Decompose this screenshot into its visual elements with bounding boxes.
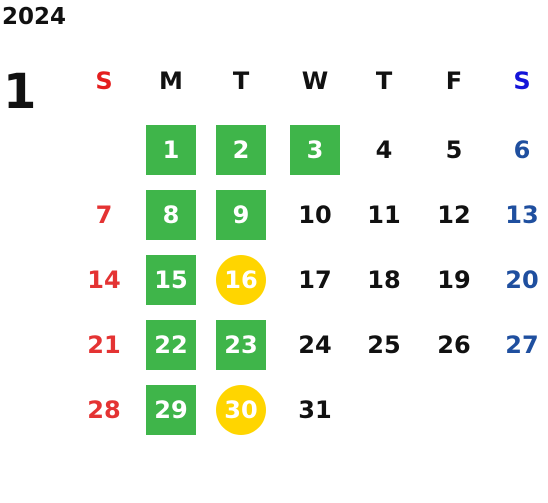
day-cell-24[interactable]: 24 xyxy=(298,331,332,359)
month-number: 1 xyxy=(3,64,37,120)
day-cell-17[interactable]: 17 xyxy=(298,266,332,294)
day-cell-13[interactable]: 13 xyxy=(505,201,539,229)
day-cell-8[interactable]: 8 xyxy=(146,190,196,240)
day-cell-10[interactable]: 10 xyxy=(298,201,332,229)
day-cell-22[interactable]: 22 xyxy=(146,320,196,370)
day-cell-27[interactable]: 27 xyxy=(505,331,539,359)
day-cell-19[interactable]: 19 xyxy=(437,266,471,294)
weekday-tue: T xyxy=(232,67,250,95)
day-cell-2[interactable]: 2 xyxy=(216,125,266,175)
day-cell-5[interactable]: 5 xyxy=(445,136,463,164)
day-cell-7[interactable]: 7 xyxy=(95,201,113,229)
weekday-thu: T xyxy=(375,67,393,95)
day-cell-6[interactable]: 6 xyxy=(513,136,531,164)
day-cell-25[interactable]: 25 xyxy=(367,331,401,359)
weekday-header-row: S M T W T F S xyxy=(0,62,548,100)
day-cell-30[interactable]: 30 xyxy=(216,385,266,435)
day-cell-21[interactable]: 21 xyxy=(87,331,121,359)
day-cell-29[interactable]: 29 xyxy=(146,385,196,435)
day-cell-3[interactable]: 3 xyxy=(290,125,340,175)
day-cell-23[interactable]: 23 xyxy=(216,320,266,370)
weekday-fri: F xyxy=(445,67,463,95)
year-label: 2024 xyxy=(2,4,67,30)
weekday-sun: S xyxy=(95,67,113,95)
day-cell-26[interactable]: 26 xyxy=(437,331,471,359)
day-cell-11[interactable]: 11 xyxy=(367,201,401,229)
weekday-mon: M xyxy=(159,67,183,95)
day-cell-15[interactable]: 15 xyxy=(146,255,196,305)
day-cell-14[interactable]: 14 xyxy=(87,266,121,294)
day-cell-12[interactable]: 12 xyxy=(437,201,471,229)
day-cell-16[interactable]: 16 xyxy=(216,255,266,305)
weekday-sat: S xyxy=(513,67,531,95)
day-cell-9[interactable]: 9 xyxy=(216,190,266,240)
day-cell-28[interactable]: 28 xyxy=(87,396,121,424)
day-cell-1[interactable]: 1 xyxy=(146,125,196,175)
day-cell-4[interactable]: 4 xyxy=(375,136,393,164)
day-cell-18[interactable]: 18 xyxy=(367,266,401,294)
day-cell-31[interactable]: 31 xyxy=(298,396,332,424)
weekday-wed: W xyxy=(301,67,329,95)
day-cell-20[interactable]: 20 xyxy=(505,266,539,294)
